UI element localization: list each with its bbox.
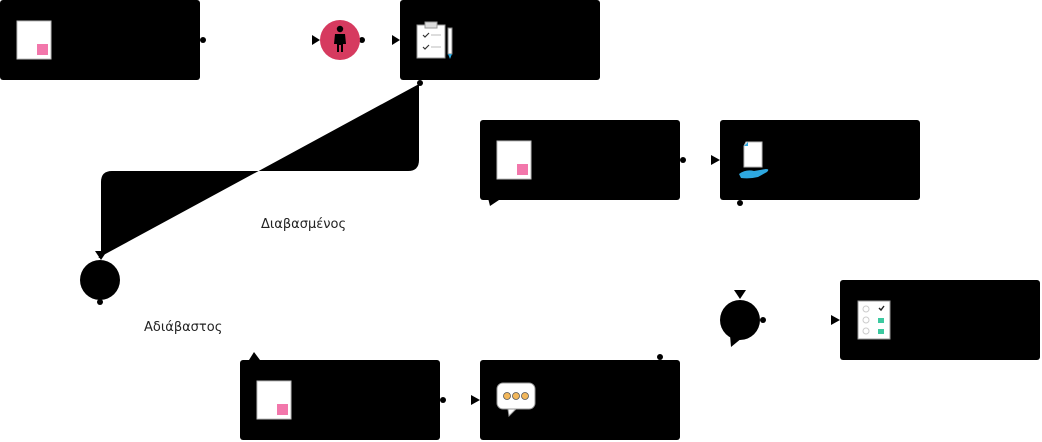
gateway-circle [720,300,760,340]
arrowhead [95,251,107,260]
arrowhead [312,35,320,45]
arrowhead [249,352,260,360]
person-icon [334,25,346,52]
hand-document-icon [739,141,769,179]
connector-start-dot [359,37,365,43]
arrowhead [392,35,400,45]
gateway-circle [80,260,120,300]
connector-task2-to-gateway [98,84,419,258]
document-icon [496,140,532,180]
task-3-tail [488,198,502,206]
connector-start-dot [737,200,743,206]
arrowhead [734,290,746,299]
task-2[interactable] [400,0,600,80]
arrowhead [831,315,840,325]
connector-start-dot [440,397,446,403]
edge-label-unread: Αδιάβαστος [144,320,223,335]
connector-start-dot [657,354,663,360]
document-icon [16,20,52,60]
chat-bubble-icon [496,382,536,418]
task-7[interactable] [480,360,680,440]
edge-label-read: Διαβασμένος [261,217,347,232]
task-5[interactable] [840,280,1040,360]
gateway-2[interactable] [720,300,760,347]
connector-start-dot [417,80,423,86]
checklist-pencil-icon [416,21,453,59]
connector-start-dot [200,37,206,43]
document-icon [256,380,292,420]
task-4[interactable] [720,120,920,200]
task-6[interactable] [240,360,440,440]
task-3[interactable] [480,120,680,200]
checklist-icon [857,300,891,340]
start-event[interactable] [320,20,360,60]
connector-start-dot [680,157,686,163]
gateway-1[interactable] [80,260,120,300]
arrowhead [711,155,720,165]
gateway-tail [730,335,742,347]
connector-start-dot [760,317,766,323]
task-1[interactable] [0,0,200,80]
connector-start-dot [97,299,103,305]
arrowhead [471,395,480,405]
connectors [95,35,840,405]
